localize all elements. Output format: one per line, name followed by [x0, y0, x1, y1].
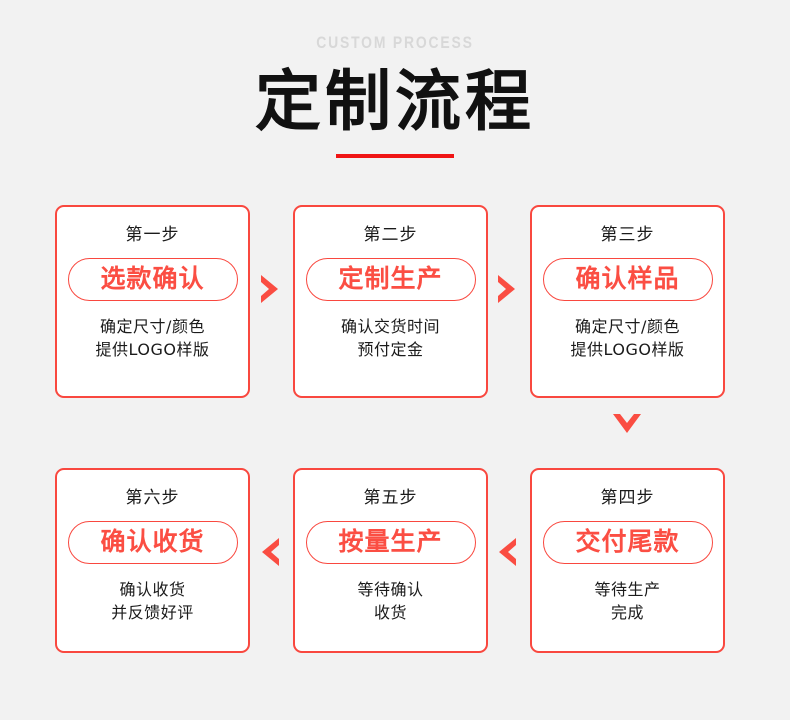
process-row-bottom: 第六步 确认收货 确认收货 并反馈好评 第五步 按量生产 等待确认 收货 第四步… — [0, 468, 790, 653]
step-description: 确定尺寸/颜色 提供LOGO样版 — [57, 315, 248, 361]
step-description-line-2: 预付定金 — [357, 340, 424, 360]
step-card-4[interactable]: 第四步 交付尾款 等待生产 完成 — [530, 468, 725, 653]
step-number-label: 第四步 — [600, 488, 655, 508]
chevron-left-icon — [493, 535, 521, 569]
step-description: 确认交货时间 预付定金 — [295, 315, 486, 361]
step-description-line-1: 等待确认 — [357, 580, 424, 599]
step-card-2[interactable]: 第二步 定制生产 确认交货时间 预付定金 — [293, 205, 488, 398]
step-number-label: 第一步 — [125, 225, 180, 245]
step-action-pill[interactable]: 确认收货 — [67, 521, 238, 564]
step-description-line-2: 并反馈好评 — [111, 603, 194, 623]
step-action-label: 按量生产 — [338, 527, 443, 556]
step-description-line-2: 完成 — [610, 603, 644, 623]
step-action-pill[interactable]: 定制生产 — [305, 258, 476, 301]
step-card-5[interactable]: 第五步 按量生产 等待确认 收货 — [293, 468, 488, 653]
title-underline-rule — [336, 154, 454, 159]
step-description: 确定尺寸/颜色 提供LOGO样版 — [532, 315, 723, 361]
chevron-down-icon — [610, 410, 644, 440]
step-description: 确认收货 并反馈好评 — [57, 578, 248, 624]
step-number-label: 第六步 — [125, 488, 180, 508]
process-row-top: 第一步 选款确认 确定尺寸/颜色 提供LOGO样版 第二步 定制生产 确认交货时… — [0, 205, 790, 398]
step-description-line-2: 收货 — [373, 603, 407, 623]
page-header: CUSTOM PROCESS 定制流程 — [0, 0, 790, 159]
step-action-label: 定制生产 — [338, 264, 443, 293]
step-description-line-1: 确认交货时间 — [340, 317, 440, 336]
step-card-6[interactable]: 第六步 确认收货 确认收货 并反馈好评 — [55, 468, 250, 653]
chevron-left-icon — [256, 535, 284, 569]
step-number-label: 第五步 — [363, 488, 418, 508]
chevron-right-icon — [256, 272, 284, 306]
step-description-line-1: 确定尺寸/颜色 — [575, 317, 680, 336]
step-action-label: 选款确认 — [100, 264, 205, 293]
step-description-line-2: 提供LOGO样版 — [570, 340, 685, 360]
step-description-line-2: 提供LOGO样版 — [95, 340, 210, 360]
page-title: 定制流程 — [255, 63, 535, 140]
step-description-line-1: 等待生产 — [594, 580, 661, 599]
step-description: 等待确认 收货 — [295, 578, 486, 624]
step-action-pill[interactable]: 选款确认 — [67, 258, 238, 301]
step-action-pill[interactable]: 按量生产 — [305, 521, 476, 564]
chevron-right-icon — [493, 272, 521, 306]
step-description-line-1: 确认收货 — [119, 580, 186, 599]
step-action-label: 确认样品 — [575, 264, 680, 293]
step-card-1[interactable]: 第一步 选款确认 确定尺寸/颜色 提供LOGO样版 — [55, 205, 250, 398]
step-action-pill[interactable]: 确认样品 — [542, 258, 713, 301]
step-description-line-1: 确定尺寸/颜色 — [100, 317, 205, 336]
step-number-label: 第二步 — [363, 225, 418, 245]
step-action-label: 确认收货 — [100, 527, 205, 556]
step-card-3[interactable]: 第三步 确认样品 确定尺寸/颜色 提供LOGO样版 — [530, 205, 725, 398]
eyebrow-text: CUSTOM PROCESS — [316, 33, 474, 52]
step-action-pill[interactable]: 交付尾款 — [542, 521, 713, 564]
step-action-label: 交付尾款 — [575, 527, 680, 556]
step-description: 等待生产 完成 — [532, 578, 723, 624]
step-number-label: 第三步 — [600, 225, 655, 245]
